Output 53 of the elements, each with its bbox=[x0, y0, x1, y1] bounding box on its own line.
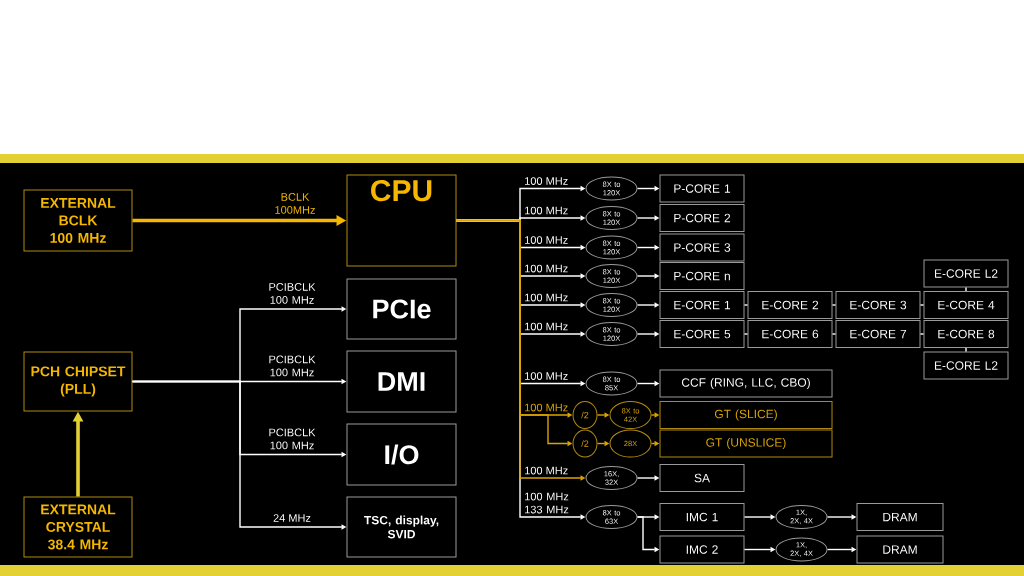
domain-box: E-CORE 1 bbox=[659, 291, 745, 319]
domain-box: SA bbox=[659, 464, 745, 492]
edge-label: BCLK 100MHz bbox=[272, 192, 318, 215]
domain-box: E-CORE 5 bbox=[659, 320, 745, 348]
connector-line bbox=[743, 333, 749, 335]
connector-line bbox=[965, 286, 967, 292]
edge-label: 100 MHz bbox=[523, 235, 570, 245]
domain-box: E-CORE L2 bbox=[923, 259, 1009, 288]
domain-box: GT (UNSLICE) bbox=[659, 429, 833, 458]
domain-box: P-CORE 1 bbox=[659, 174, 745, 203]
domain-box: E-CORE 7 bbox=[835, 320, 921, 348]
domain-box: E-CORE L2 bbox=[923, 351, 1009, 380]
domain-box: DRAM bbox=[856, 503, 944, 531]
domain-box: E-CORE 8 bbox=[923, 320, 1009, 348]
component-box: TSC, display, SVID bbox=[346, 496, 457, 558]
domain-box: CCF (RING, LLC, CBO) bbox=[659, 369, 833, 398]
domain-box: E-CORE 6 bbox=[747, 320, 833, 348]
domain-box: E-CORE 2 bbox=[747, 291, 833, 319]
domain-box: P-CORE 2 bbox=[659, 204, 745, 232]
domain-box: DRAM bbox=[856, 535, 944, 564]
edge-label: 100 MHz bbox=[523, 263, 570, 274]
edge-label: 100 MHz bbox=[523, 176, 570, 186]
edge-label: 100 MHz 133 MHz bbox=[523, 491, 573, 515]
domain-box: GT (SLICE) bbox=[659, 401, 833, 429]
component-box: PCIe bbox=[346, 278, 457, 340]
edge-label: 100 MHz bbox=[523, 402, 570, 413]
cpu-box: CPU bbox=[346, 174, 457, 267]
connector-line bbox=[831, 304, 837, 306]
edge-label: PCIBCLK 100 MHz bbox=[266, 427, 318, 451]
connector-line bbox=[743, 304, 749, 306]
domain-box: P-CORE n bbox=[659, 262, 745, 290]
component-box: DMI bbox=[346, 350, 457, 413]
source-box: PCH CHIPSET (PLL) bbox=[23, 351, 133, 412]
component-box: I/O bbox=[346, 423, 457, 486]
source-box: EXTERNAL BCLK 100 MHz bbox=[23, 189, 133, 252]
domain-box: E-CORE 3 bbox=[835, 291, 921, 319]
connector-line bbox=[965, 347, 967, 353]
edge-label: 24 MHz bbox=[272, 513, 312, 523]
edge-label: 100 MHz bbox=[523, 465, 570, 476]
domain-box: E-CORE 4 bbox=[923, 291, 1009, 319]
connector-line bbox=[831, 333, 837, 335]
domain-box: IMC 1 bbox=[659, 503, 745, 531]
edge-label: 100 MHz bbox=[523, 292, 570, 303]
edge-label: 100 MHz bbox=[523, 321, 570, 332]
source-box: EXTERNAL CRYSTAL 38.4 MHz bbox=[23, 496, 133, 558]
connector-line bbox=[919, 333, 925, 335]
edge-label: PCIBCLK 100 MHz bbox=[266, 282, 318, 305]
connector-line bbox=[919, 304, 925, 306]
edge-label: 100 MHz bbox=[523, 205, 570, 216]
edge-label: 100 MHz bbox=[523, 371, 570, 381]
domain-box: P-CORE 3 bbox=[659, 233, 745, 262]
domain-box: IMC 2 bbox=[659, 535, 745, 564]
edge-label: PCIBCLK 100 MHz bbox=[266, 354, 318, 378]
